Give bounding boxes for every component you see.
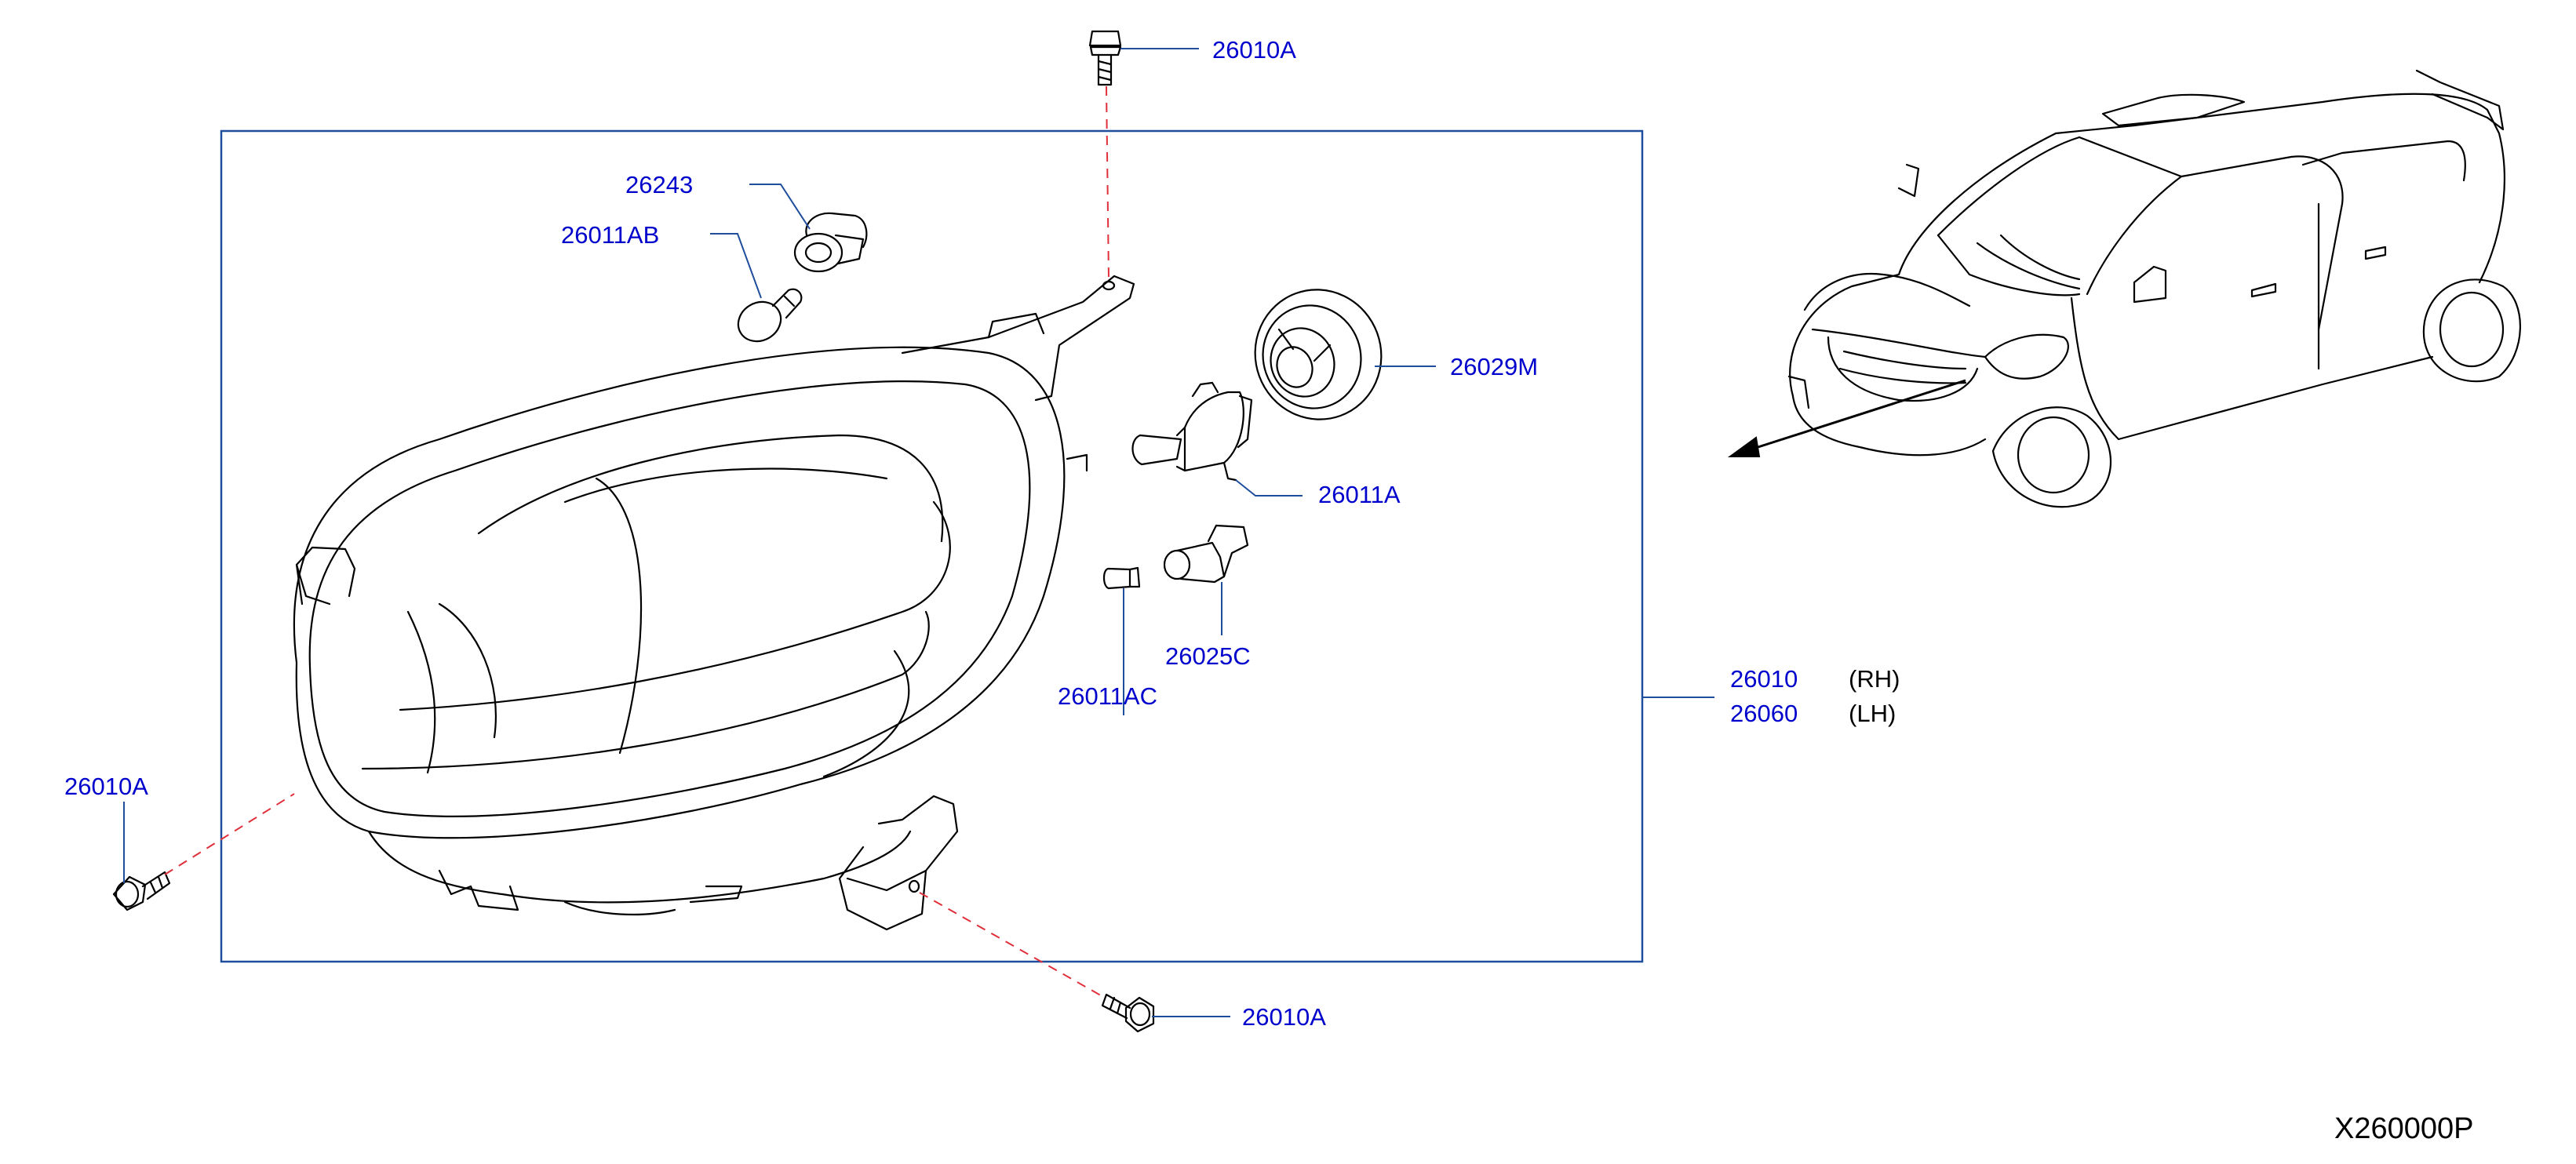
label-assembly-lh-part: 26060 [1730, 700, 1798, 727]
dash-line-left-bolt [164, 793, 295, 875]
label-bolt-left: 26010A [64, 773, 148, 800]
label-socket-26243: 26243 [625, 171, 693, 198]
dash-line-bottom-bolt [919, 892, 1106, 998]
bulb-26011A-drawing [1131, 381, 1253, 482]
front-direction-arrowhead [1727, 436, 1761, 457]
leader-lines [123, 48, 1714, 1017]
bulb-26011AC-drawing [1102, 566, 1141, 590]
socket-26025C-drawing [1163, 524, 1249, 584]
label-bulb-26011AB: 26011AB [561, 221, 659, 249]
diagram-code: X260000P [2334, 1112, 2474, 1145]
label-seal-cap-26029M: 26029M [1450, 353, 1538, 380]
bolt-top-drawing [1088, 30, 1122, 86]
bolt-bottom-drawing [1101, 993, 1155, 1033]
label-bulb-26011AC: 26011AC [1058, 682, 1157, 710]
bolt-left-drawing [112, 871, 171, 911]
front-direction-arrow [1745, 379, 1966, 453]
label-bolt-top: 26010A [1212, 36, 1296, 64]
assembly-frame [220, 129, 1644, 963]
label-socket-26025C: 26025C [1165, 642, 1251, 670]
headlamp-assembly-drawing [293, 275, 1135, 931]
label-assembly-lh-side: (LH) [1849, 700, 1896, 727]
label-assembly-rh-side: (RH) [1849, 665, 1900, 693]
socket-26243-drawing [793, 212, 868, 273]
label-assembly-rh-part: 26010 [1730, 665, 1798, 693]
label-bolt-bottom: 26010A [1242, 1003, 1326, 1031]
dash-line-top-bolt [1106, 85, 1109, 279]
seal-cap-26029M-drawing [1254, 289, 1383, 420]
vehicle-location-drawing [1787, 69, 2521, 508]
bulb-26011AB-drawing [737, 288, 803, 343]
label-bulb-26011A: 26011A [1318, 481, 1401, 508]
